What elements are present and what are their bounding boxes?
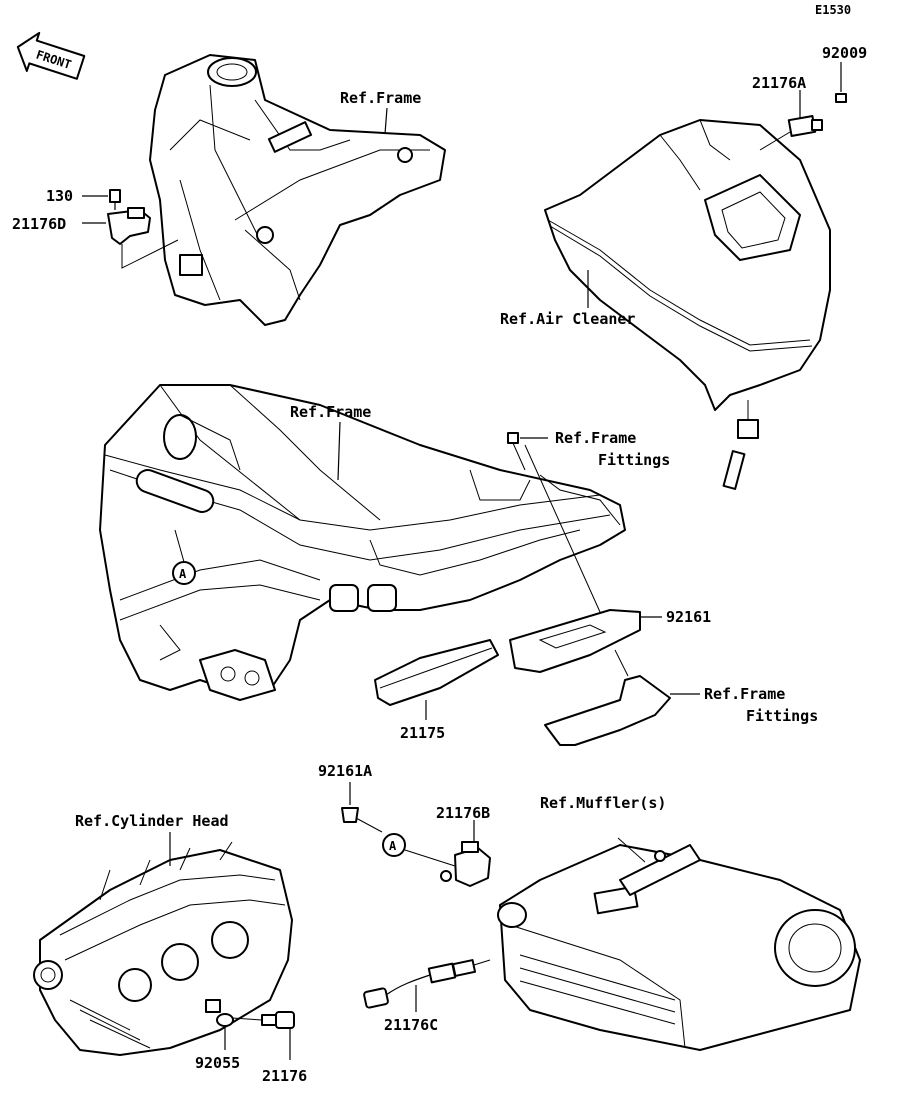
callout-a-sensor: A [382,833,456,867]
label-92161A: 92161A [318,762,372,780]
air-cleaner-illustration [544,119,831,490]
callout-a-frame-letter: A [179,567,187,581]
label-ref-frame-fittings-2a: Ref.Frame [704,685,785,703]
label-21176: 21176 [262,1067,307,1085]
label-ref-frame-fittings-1b: Fittings [598,451,670,469]
washer-92055-icon [216,1013,234,1050]
frame-head-illustration [149,54,446,326]
label-21176D: 21176D [12,215,66,233]
sensor-21176-icon [231,1011,295,1060]
label-92009: 92009 [822,44,867,62]
label-130: 130 [46,187,73,205]
front-arrow-icon: FRONT [16,31,86,80]
callout-a-frame: A [172,529,196,585]
label-ref-frame-fittings-1a: Ref.Frame [555,429,636,447]
label-92055: 92055 [195,1054,240,1072]
sensor-21176D-icon [82,207,179,269]
callout-a-sensor-letter: A [389,839,397,853]
label-ref-air-cleaner: Ref.Air Cleaner [500,310,635,328]
main-frame-illustration [99,384,626,701]
sensor-21176C-icon [363,959,491,1012]
label-ref-cylinder-head: Ref.Cylinder Head [75,812,229,830]
cylinder-head-illustration [33,841,293,1056]
bolt-130-icon [82,189,121,210]
label-21176C: 21176C [384,1016,438,1034]
label-ref-frame-fittings-2b: Fittings [746,707,818,725]
label-21176A: 21176A [752,74,806,92]
muffler-illustration [497,837,861,1051]
label-21176B: 21176B [436,804,490,822]
frame-fitting-bracket-icon [544,649,700,746]
screw-92009-icon [835,62,847,103]
sensor-21176A-icon [759,90,823,151]
label-92161: 92161 [666,608,711,626]
diagram-code: E1530 [815,3,851,17]
cover-92161-icon [509,609,662,673]
label-ref-frame-mid: Ref.Frame [290,403,371,421]
sensor-21176B-icon [440,820,491,887]
screw-92161A-icon [341,782,383,833]
bracket-21175-icon [374,639,499,720]
frame-fitting-bolt-icon [507,432,601,613]
label-21175: 21175 [400,724,445,742]
label-ref-frame-top: Ref.Frame [340,89,421,107]
label-ref-muffler: Ref.Muffler(s) [540,794,666,812]
